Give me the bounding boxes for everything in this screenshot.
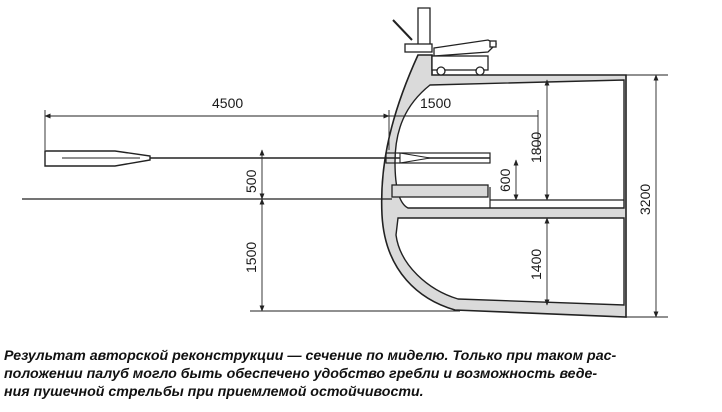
label-oar-deck-height: 1800 xyxy=(528,132,544,163)
midship-section-diagram: 4500 1500 500 1500 1800 600 1400 3200 xyxy=(22,7,668,318)
label-lower-hold-height: 1400 xyxy=(528,249,544,280)
hull-section xyxy=(380,54,627,318)
dimension-lines xyxy=(44,74,668,318)
label-waterline-to-oarport: 500 xyxy=(243,169,259,193)
oar xyxy=(44,150,491,167)
oar-deck-space xyxy=(394,79,625,209)
label-waterline-to-keel: 1500 xyxy=(243,242,259,273)
figure-caption: Результат авторской реконструкции — сече… xyxy=(4,347,720,401)
label-inboard-length: 1500 xyxy=(420,95,451,111)
cannon-icon xyxy=(392,7,498,76)
caption-line-1: Результат авторской реконструкции — сече… xyxy=(4,348,617,364)
rower-bench xyxy=(391,184,489,198)
label-rower-deck-to-oarport: 600 xyxy=(497,168,513,192)
label-total-height: 3200 xyxy=(637,184,653,215)
lower-hold-space xyxy=(395,217,625,306)
caption-line-3: ния пушечной стрельбы при приемлемой ост… xyxy=(4,384,424,400)
caption-line-2: положении палуб могло быть обеспечено уд… xyxy=(4,366,598,382)
label-oar-length: 4500 xyxy=(212,95,243,111)
